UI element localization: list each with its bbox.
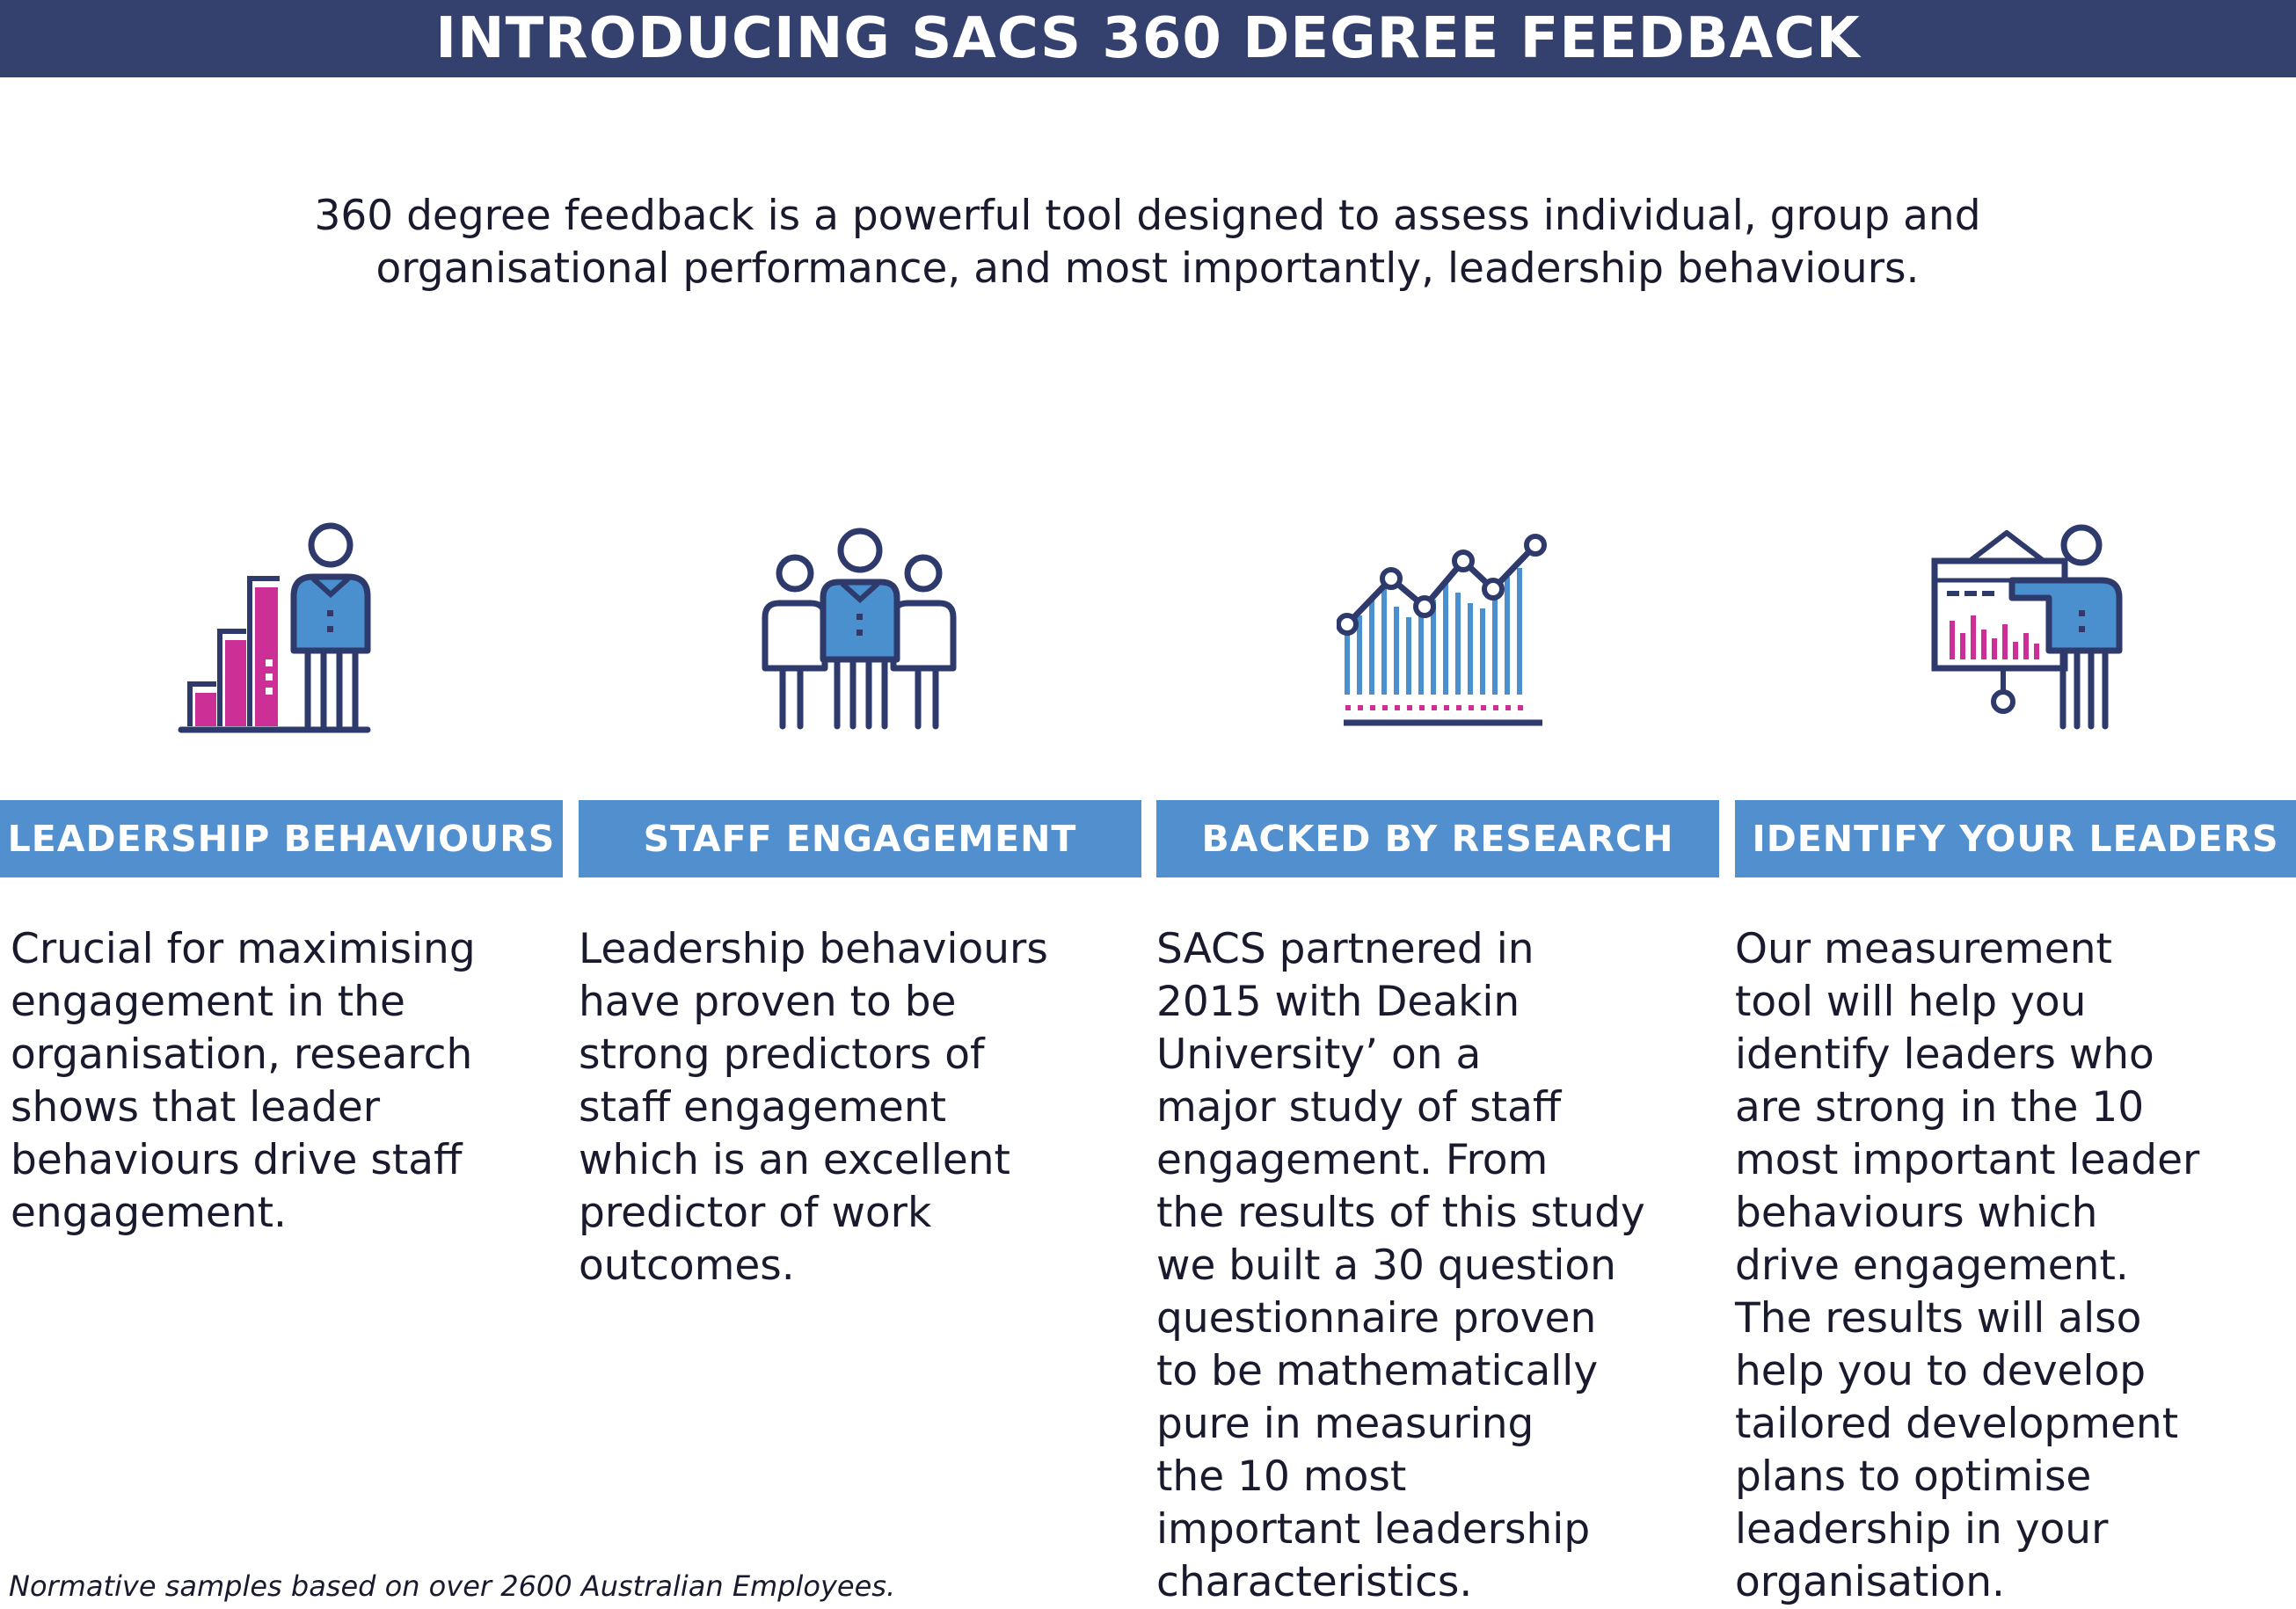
footnote: Normative samples based on over 2600 Aus… — [9, 1569, 896, 1603]
intro-text: 360 degree feedback is a powerful tool d… — [314, 192, 1981, 293]
header-staff-engagement: STAFF ENGAGEMENT — [579, 800, 1141, 877]
header-backed-by-research: BACKED BY RESEARCH — [1156, 800, 1719, 877]
header-leadership-behaviours: LEADERSHIP BEHAVIOURS — [0, 800, 563, 877]
body-staff-engagement: Leadership behaviours have proven to be … — [579, 925, 1048, 1290]
leader-bar-chart-icon — [174, 519, 385, 739]
line-bar-chart-icon — [1337, 519, 1548, 739]
presenter-board-icon — [1926, 519, 2137, 739]
team-group-icon — [756, 519, 967, 739]
body-identify-your-leaders: Our measurement tool will help you ident… — [1735, 925, 2200, 1606]
body-backed-by-research: SACS partnered in 2015 with Deakin Unive… — [1156, 925, 1645, 1606]
page-title: INTRODUCING SACS 360 DEGREE FEEDBACK — [0, 0, 2296, 77]
body-leadership-behaviours: Crucial for maximising engagement in the… — [11, 925, 476, 1237]
header-identify-your-leaders: IDENTIFY YOUR LEADERS — [1735, 800, 2296, 877]
